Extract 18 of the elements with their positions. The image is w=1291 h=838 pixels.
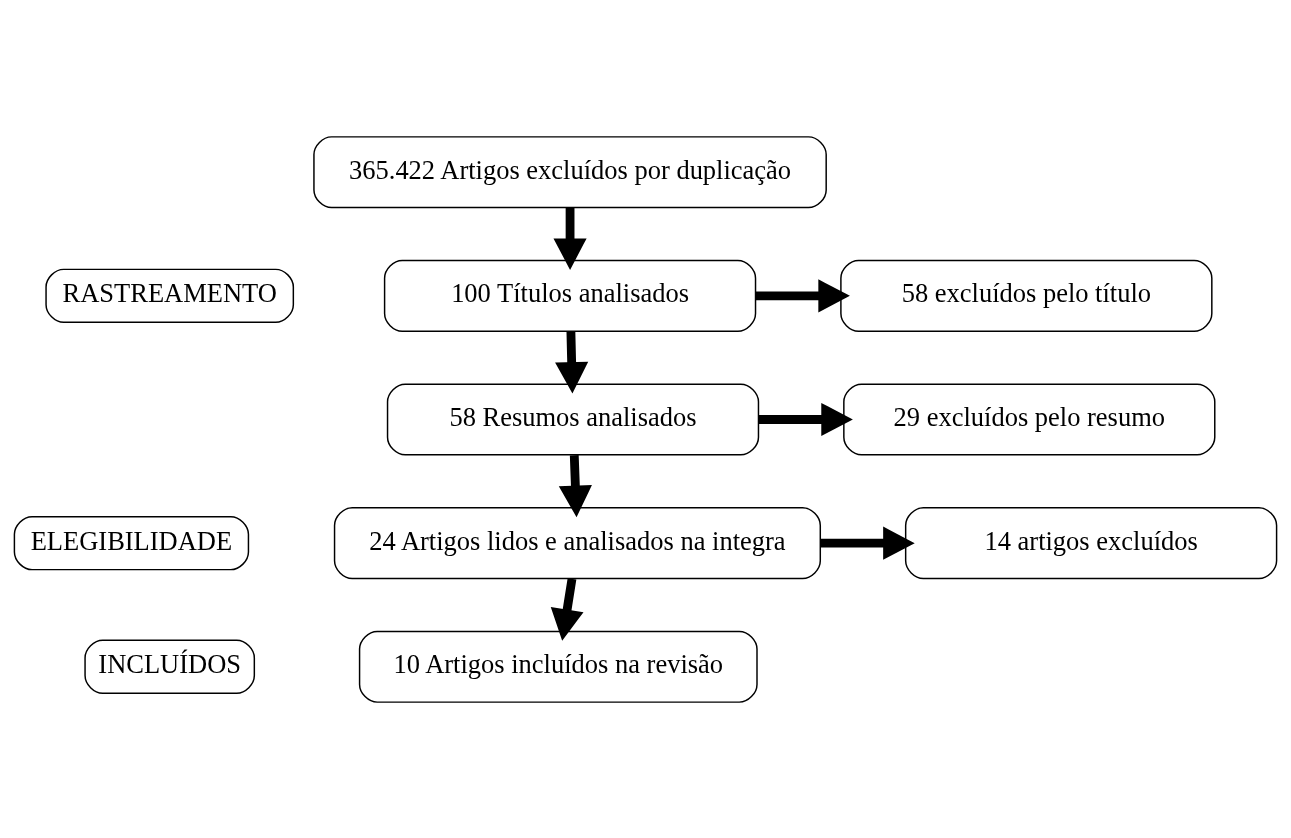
node-box: 29 excluídos pelo resumo <box>843 382 1216 456</box>
arrow <box>555 331 589 394</box>
arrow <box>758 402 853 436</box>
node-box: ELEGIBILIDADE <box>13 515 250 570</box>
node-box: INCLUÍDOS <box>84 639 256 694</box>
node-box: 100 Títulos analisados <box>383 259 757 332</box>
arrow <box>553 207 587 270</box>
node-box: 24 Artigos lidos e analisados na integra <box>333 506 822 579</box>
node-box: 58 excluídos pelo título <box>840 259 1213 332</box>
arrow <box>550 577 584 641</box>
arrow <box>558 454 592 517</box>
node-box: 58 Resumos analisados <box>386 382 760 456</box>
arrow <box>820 526 915 560</box>
node-box: 14 artigos excluídos <box>904 506 1278 579</box>
node-box: 365.422 Artigos excluídos por duplicação <box>313 135 827 208</box>
node-box: 10 Artigos incluídos na revisão <box>358 630 758 703</box>
node-box: RASTREAMENTO <box>45 268 295 323</box>
arrow <box>755 278 850 312</box>
